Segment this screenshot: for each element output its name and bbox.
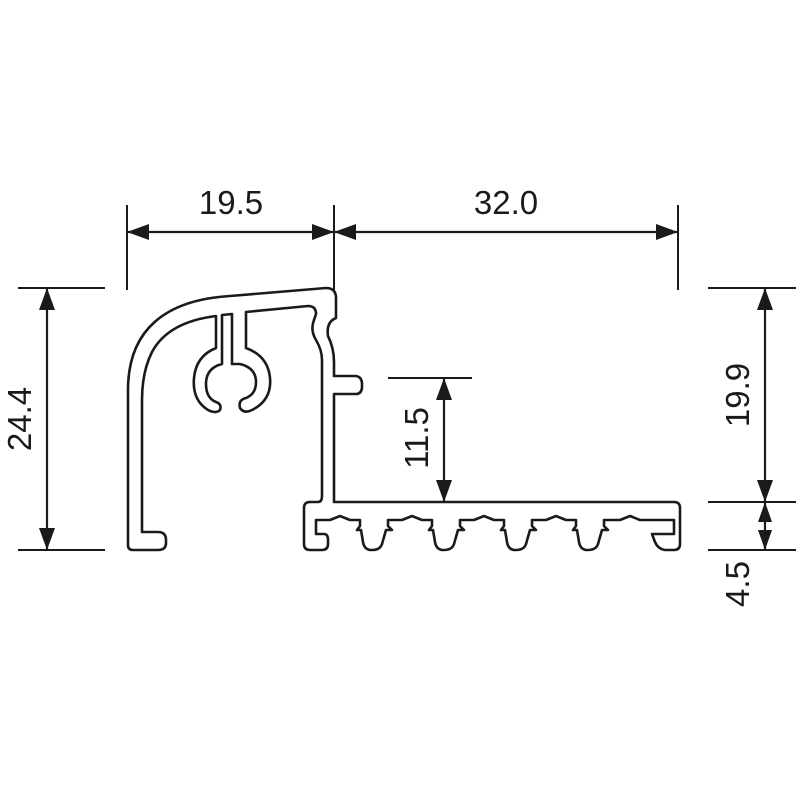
profile-section	[126, 286, 682, 552]
dimension-top-right: 32.0	[334, 184, 678, 240]
dimension-label: 24.4	[1, 387, 38, 451]
arrow-bottom	[436, 480, 452, 502]
arrow-left	[127, 224, 149, 240]
arrow-bottom	[757, 480, 773, 502]
arrow-top	[39, 288, 55, 310]
arrow-right	[656, 224, 678, 240]
arrow-bottom	[758, 530, 772, 550]
arrow-top	[757, 288, 773, 310]
dimension-top-left: 19.5	[127, 184, 334, 240]
dimension-right-upper: 19.9	[719, 288, 773, 502]
profile-outline	[126, 286, 682, 552]
arrow-top	[436, 378, 452, 400]
dimension-label: 19.5	[199, 184, 263, 221]
dimension-left-height: 24.4	[1, 288, 55, 550]
arrow-top	[758, 502, 772, 522]
arrow-bottom	[39, 528, 55, 550]
dimension-right-lower: 4.5	[719, 502, 772, 607]
dimension-label: 4.5	[719, 561, 756, 607]
dimension-label: 19.9	[719, 363, 756, 427]
dimension-label: 32.0	[474, 184, 538, 221]
dimension-inner-height: 11.5	[398, 378, 452, 502]
extension-lines	[18, 205, 796, 551]
arrow-right	[312, 224, 334, 240]
dimension-label: 11.5	[398, 407, 435, 469]
arrow-left	[334, 224, 356, 240]
